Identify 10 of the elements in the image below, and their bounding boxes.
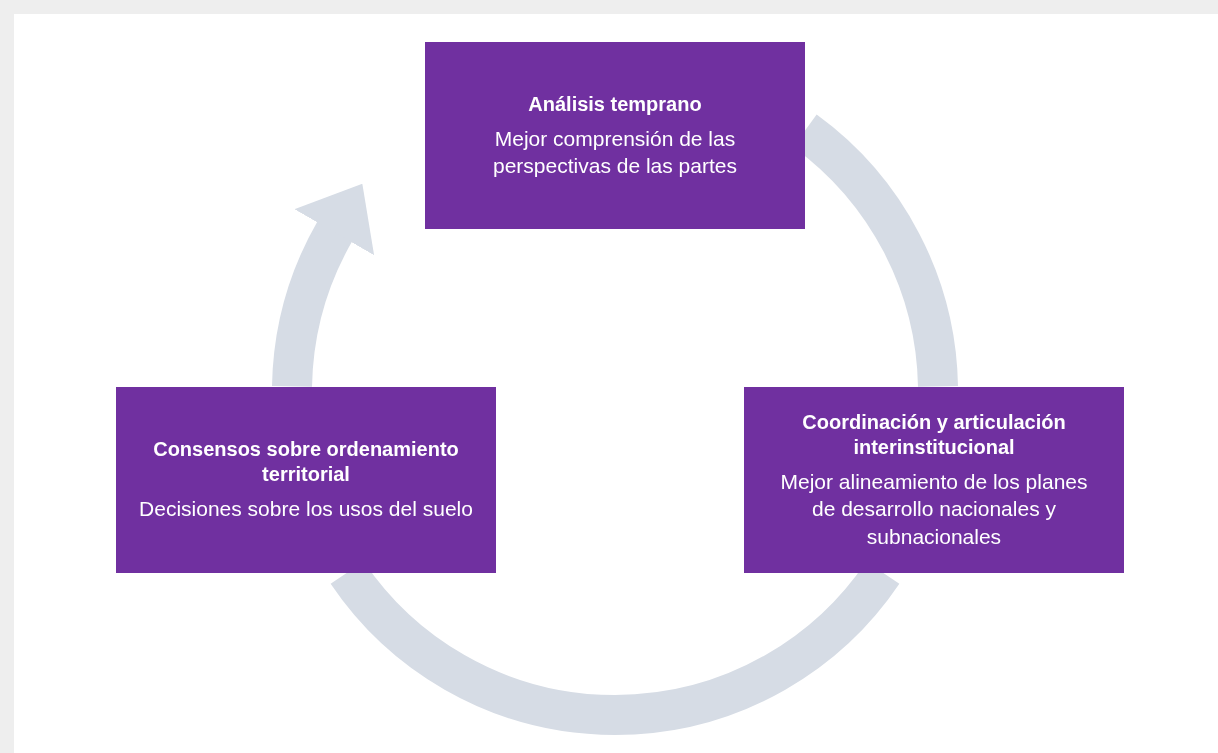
- step-description: Mejor comprensión de las perspectivas de las partes: [492, 125, 738, 179]
- step-title: Coordinación y articulación interinstitucional: [801, 410, 1067, 461]
- step-description: Mejor alineamiento de los planes de desarrollo nacionales y subnacionales: [779, 469, 1089, 550]
- step-box: [425, 42, 805, 229]
- step-box: [744, 387, 1124, 573]
- step-title: Análisis temprano: [528, 91, 702, 117]
- cycle-arrow: [272, 182, 376, 388]
- step-box: [116, 387, 496, 573]
- step-title: Consensos sobre ordenamiento territorial: [152, 437, 460, 488]
- step-description: Decisiones sobre los usos del suelo: [139, 496, 473, 523]
